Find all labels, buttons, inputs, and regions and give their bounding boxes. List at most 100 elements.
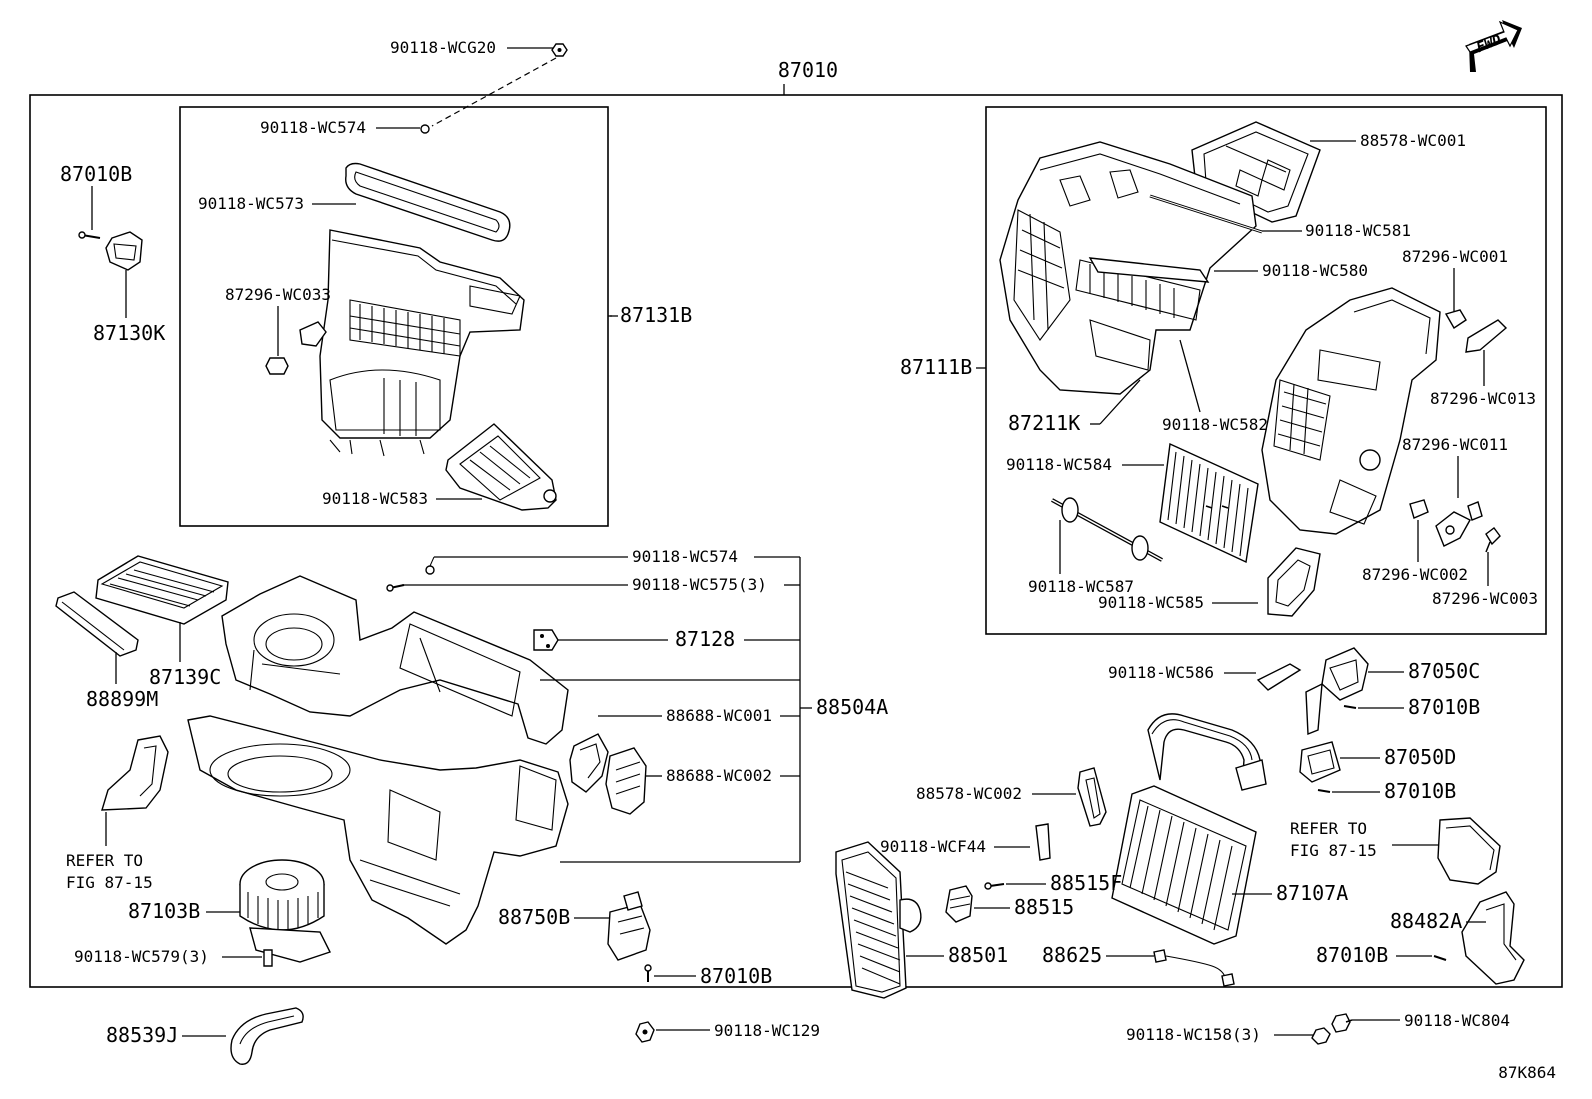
gear-plate-icon: [1267, 547, 1321, 617]
blower-motor-icon: [239, 859, 331, 963]
evaporator-icon: [1111, 713, 1267, 945]
screw-icon: [984, 882, 1005, 890]
gasket-icon: [1077, 767, 1107, 827]
seal-icon: [605, 747, 647, 815]
expansion-valve-icon: [945, 885, 973, 923]
nut-icon: [551, 43, 568, 57]
actuator-icon: [1299, 741, 1341, 783]
damper-link-icon: [1435, 501, 1483, 547]
heater-core-icon: [1159, 442, 1259, 564]
small-bracket-icon: [299, 321, 327, 347]
blower-case-upper-icon: [319, 229, 525, 457]
label-87050c: 87050C: [1408, 659, 1480, 683]
evaporator-core-icon: [835, 841, 922, 999]
duct-icon: [1437, 817, 1501, 885]
label-88578-wc002: 88578-WC002: [916, 784, 1022, 803]
label-90118-wc584: 90118-WC584: [1006, 455, 1112, 474]
label-87010b-right-2: 87010B: [1384, 779, 1456, 803]
label-90118-wc804: 90118-WC804: [1404, 1011, 1510, 1030]
blower-case-upper-2-icon: [221, 575, 569, 745]
label-87296-wc001: 87296-WC001: [1402, 247, 1508, 266]
label-87010b-mid: 87010B: [700, 964, 772, 988]
label-90118-wc580: 90118-WC580: [1262, 261, 1368, 280]
label-87010b-right-3: 87010B: [1316, 943, 1388, 967]
screw-icon: [644, 964, 652, 982]
screw-icon: [1433, 955, 1447, 961]
label-87296-wc011: 87296-WC011: [1402, 435, 1508, 454]
link-rod-icon: [1149, 194, 1263, 234]
label-88482a: 88482A: [1390, 909, 1462, 933]
heater-case-subframe: [985, 106, 1547, 635]
filter-cover-icon: [55, 591, 139, 657]
label-88688-wc001: 88688-WC001: [666, 706, 772, 725]
label-87128: 87128: [675, 627, 735, 651]
screw-icon: [386, 584, 405, 592]
label-88625: 88625: [1042, 943, 1102, 967]
label-87296-wc003: 87296-WC003: [1432, 589, 1538, 608]
label-90118-wc158: 90118-WC158(3): [1126, 1025, 1261, 1044]
fwd-arrow-icon: FWD: [1465, 20, 1522, 72]
nut-icon: [1311, 1027, 1331, 1045]
screw-icon: [1317, 789, 1331, 793]
seal-gasket-icon: [345, 162, 511, 242]
label-87010b-left: 87010B: [60, 162, 132, 186]
label-90118-wc574-mid: 90118-WC574: [632, 547, 738, 566]
figure-code: 87K864: [1498, 1063, 1556, 1082]
label-87211k: 87211K: [1008, 411, 1080, 435]
label-87296-wc002: 87296-WC002: [1362, 565, 1468, 584]
cabin-filter-icon: [95, 555, 229, 625]
label-90118-wcf44: 90118-WCF44: [880, 837, 986, 856]
label-90118-wcg20: 90118-WCG20: [390, 38, 496, 57]
pin-icon: [1485, 527, 1501, 553]
hose-icon: [230, 1007, 304, 1065]
refer-note-right-line1: REFER TO: [1290, 819, 1367, 838]
label-88515: 88515: [1014, 895, 1074, 919]
filter-door-icon: [445, 423, 557, 511]
resistor-icon: [607, 891, 651, 961]
thermistor-icon: [1153, 949, 1235, 987]
refer-note-left-line1: REFER TO: [66, 851, 143, 870]
label-90118-wc129: 90118-WC129: [714, 1021, 820, 1040]
label-90118-wc587: 90118-WC587: [1028, 577, 1134, 596]
screw-icon: [425, 556, 435, 575]
label-88578-wc001: 88578-WC001: [1360, 131, 1466, 150]
label-87103b: 87103B: [128, 899, 200, 923]
label-90118-wc579: 90118-WC579(3): [74, 947, 209, 966]
shaft-icon: [1051, 497, 1163, 562]
label-87296-wc013: 87296-WC013: [1430, 389, 1536, 408]
assembly-number: 87010: [778, 58, 838, 82]
label-88501: 88501: [948, 943, 1008, 967]
label-88539j: 88539J: [106, 1023, 178, 1047]
label-88515f: 88515F: [1050, 871, 1122, 895]
clip-icon: [1409, 499, 1429, 519]
label-88688-wc002: 88688-WC002: [666, 766, 772, 785]
label-88750b: 88750B: [498, 905, 570, 929]
screw-icon: [78, 231, 101, 239]
actuator-icon: [1305, 647, 1369, 736]
nut-icon: [635, 1021, 655, 1043]
lever-icon: [1444, 309, 1467, 329]
label-87107a: 87107A: [1276, 881, 1348, 905]
label-87130k: 87130K: [93, 321, 165, 345]
hose-clip-icon: [1256, 663, 1302, 691]
label-90118-wc586: 90118-WC586: [1108, 663, 1214, 682]
refer-note-right-line2: FIG 87-15: [1290, 841, 1377, 860]
heater-case-right-icon: [1261, 287, 1441, 535]
label-90118-wc581: 90118-WC581: [1305, 221, 1411, 240]
main-frame: [29, 84, 1563, 988]
label-87139c: 87139C: [149, 665, 221, 689]
damper-shaft-icon: [1088, 257, 1210, 283]
label-90118-wc575: 90118-WC575(3): [632, 575, 767, 594]
screw-icon: [420, 124, 430, 134]
screw-icon: [1343, 705, 1357, 709]
label-87131b: 87131B: [620, 303, 692, 327]
label-87050d: 87050D: [1384, 745, 1456, 769]
actuator-icon: [105, 231, 143, 271]
label-90118-wc574-top: 90118-WC574: [260, 118, 366, 137]
label-90118-wc582: 90118-WC582: [1162, 415, 1268, 434]
bracket-plate-icon: [533, 629, 559, 651]
label-88899m: 88899M: [86, 687, 158, 711]
label-90118-wc585: 90118-WC585: [1098, 593, 1204, 612]
duct-lower-icon: [1461, 891, 1525, 985]
